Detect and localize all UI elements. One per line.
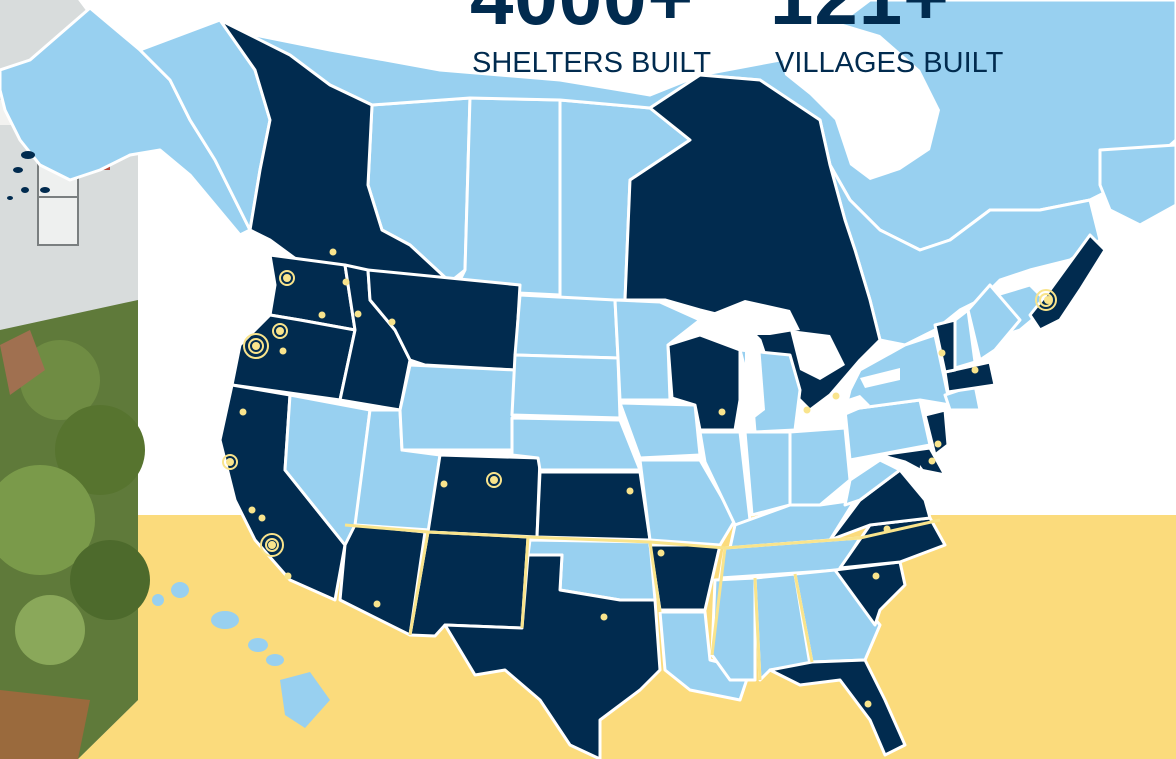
stat-shelters-number: 4000+ bbox=[470, 0, 694, 36]
region-maryland bbox=[878, 446, 947, 477]
usa bbox=[218, 253, 1022, 759]
region-south-dakota bbox=[510, 353, 622, 420]
stat-villages-number: 121+ bbox=[770, 0, 950, 36]
southern-region-outline-2 bbox=[408, 531, 814, 681]
region-kansas bbox=[535, 470, 652, 542]
region-iowa bbox=[618, 401, 702, 460]
region-nebraska bbox=[510, 416, 642, 472]
hawaii bbox=[152, 582, 330, 728]
region-wisconsin bbox=[666, 333, 742, 432]
region-west-virginia bbox=[843, 458, 902, 507]
region-newfoundland bbox=[1098, 143, 1176, 227]
region-indiana bbox=[743, 430, 792, 517]
region-north-dakota bbox=[513, 293, 620, 360]
region-ohio bbox=[788, 426, 852, 507]
region-wyoming bbox=[398, 363, 517, 452]
map-ring-markers bbox=[222, 270, 1057, 557]
region-new-hampshire bbox=[953, 308, 977, 370]
great-lakes bbox=[700, 300, 900, 420]
region-missouri bbox=[638, 458, 737, 547]
stat-villages-label: VILLAGES BUILT bbox=[775, 47, 1004, 79]
region-saskatchewan bbox=[453, 96, 562, 297]
region-florida bbox=[768, 658, 907, 757]
region-texas bbox=[443, 553, 662, 759]
region-north-carolina bbox=[838, 516, 947, 570]
alaska-islands bbox=[7, 151, 50, 200]
chesapeake-bay bbox=[918, 465, 930, 500]
region-new-mexico bbox=[408, 530, 530, 638]
region-massachusetts bbox=[943, 360, 997, 394]
region-colorado bbox=[426, 453, 542, 539]
stat-shelters-label: SHELTERS BUILT bbox=[472, 47, 712, 79]
region-new-jersey bbox=[923, 408, 950, 457]
map-markers bbox=[239, 248, 1052, 708]
hudson-bay bbox=[780, 20, 940, 180]
region-maine bbox=[966, 283, 1022, 362]
